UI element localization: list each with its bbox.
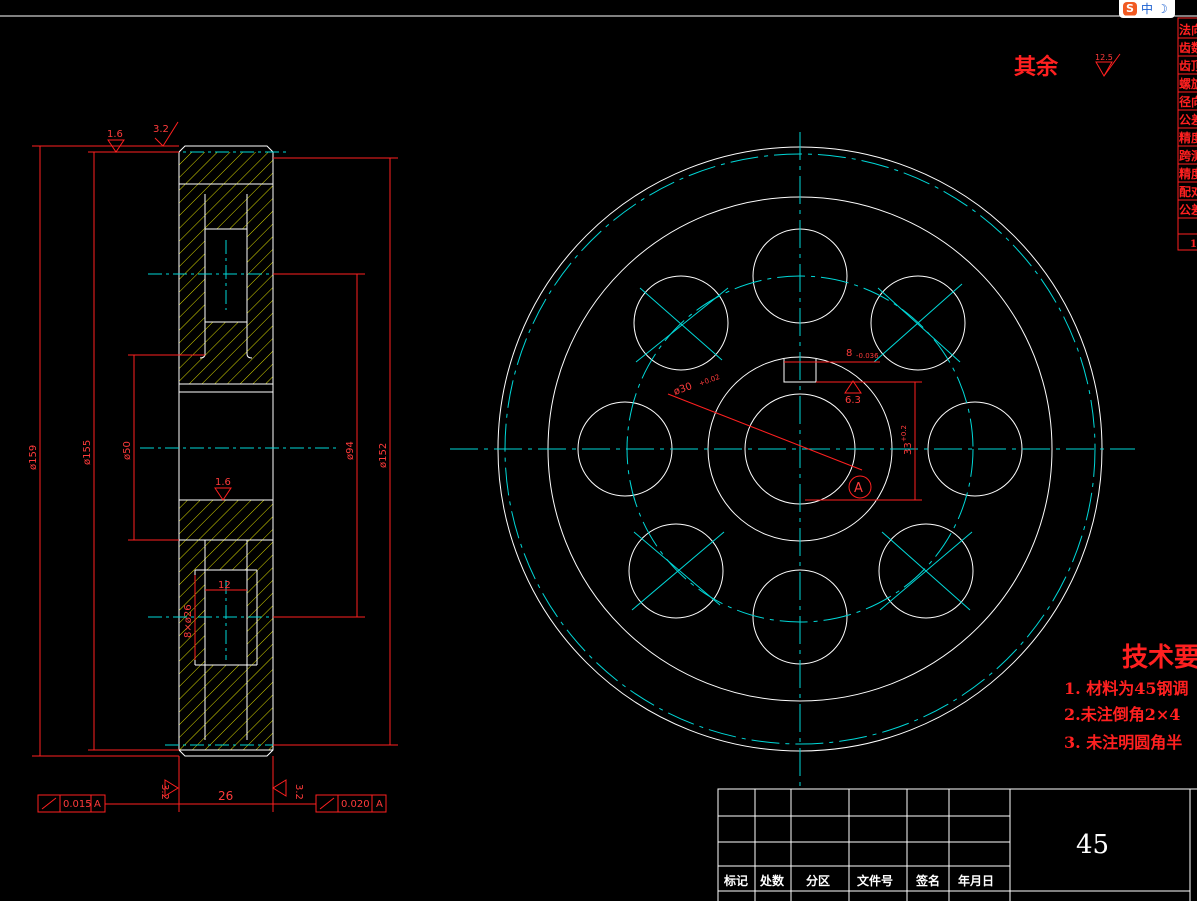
roughness-label: 1.6	[215, 477, 231, 488]
front-roughness: 6.3	[845, 395, 861, 406]
runout-right-tolerance: 0.020	[341, 799, 370, 810]
runout-left-tolerance: 0.015	[63, 799, 92, 810]
datum-a-label: A	[854, 481, 863, 496]
tech-item-3: 3. 未注明圆角半	[1064, 733, 1182, 752]
roughness-symbol-icon	[1095, 53, 1121, 78]
dim-d159: ø159	[28, 445, 39, 470]
moon-icon[interactable]: ☽	[1157, 2, 1168, 16]
param-row: 径向	[1179, 94, 1197, 109]
side-section-view	[140, 145, 340, 757]
param-row: 跨测	[1179, 148, 1197, 163]
sogou-logo-icon: S	[1123, 2, 1137, 16]
param-footer: 1	[1190, 239, 1197, 250]
dim-width-12: 12	[218, 580, 231, 591]
runout-left-datum: A	[94, 799, 101, 810]
other-roughness-note: 其余	[1014, 54, 1059, 80]
roughness-label: 1.6	[107, 129, 123, 140]
param-row: 配对	[1179, 184, 1197, 199]
title-block	[717, 788, 1197, 901]
bore-diameter: ø30	[672, 381, 693, 398]
dim-d94: ø94	[345, 441, 356, 460]
other-roughness-value: 12.5	[1095, 53, 1113, 62]
front-dimension-lines	[667, 361, 922, 501]
tb-header-zone: 分区	[806, 873, 830, 888]
param-row: 螺旋	[1179, 76, 1197, 91]
roughness-label: 3.2	[153, 124, 169, 135]
dim-d50: ø50	[122, 441, 133, 460]
keyway-tolerance: -0.036	[856, 352, 879, 360]
param-row: 精度	[1179, 130, 1197, 145]
dim-d152: ø152	[378, 443, 389, 468]
tech-requirements-title: 技术要	[1122, 643, 1197, 673]
param-row: 精度	[1179, 166, 1197, 181]
param-row: 齿数	[1179, 40, 1197, 55]
keyway-width: 8	[846, 348, 852, 359]
bore-tolerance: +0.02	[698, 373, 721, 388]
ime-toolbar[interactable]: S 中 ☽	[1119, 0, 1175, 18]
param-row: 公差	[1179, 112, 1197, 127]
tb-header-mark: 标记	[723, 873, 748, 888]
side-dimension-lines	[32, 121, 398, 813]
roughness-label: 3.2	[293, 784, 304, 800]
tech-item-2: 2.未注倒角2×4	[1064, 705, 1180, 724]
tech-item-1: 1. 材料为45钢调	[1064, 679, 1189, 698]
material-value: 45	[1076, 830, 1109, 860]
dim-width-26: 26	[218, 789, 233, 803]
param-row: 法向	[1179, 22, 1197, 37]
roughness-label: 3.2	[159, 784, 170, 800]
dim-d155: ø155	[82, 440, 93, 465]
param-row: 齿顶	[1179, 58, 1197, 73]
tb-header-sign: 签名	[915, 873, 940, 888]
runout-right-datum: A	[376, 799, 383, 810]
gear-parameter-table: 法向 齿数 齿顶 螺旋 径向 公差 精度 跨测 精度 配对 公差 1	[1177, 17, 1197, 251]
key-height-tolerance: +0.2	[900, 425, 908, 442]
ime-language-indicator[interactable]: 中	[1141, 2, 1154, 16]
key-height: 33	[903, 442, 914, 455]
tb-header-doc: 文件号	[857, 873, 893, 888]
front-view	[450, 132, 1135, 790]
tb-header-count: 处数	[759, 873, 785, 888]
tb-header-date: 年月日	[958, 873, 994, 888]
dim-holes: 8×ø26	[183, 604, 194, 638]
param-row: 公差	[1179, 202, 1197, 217]
